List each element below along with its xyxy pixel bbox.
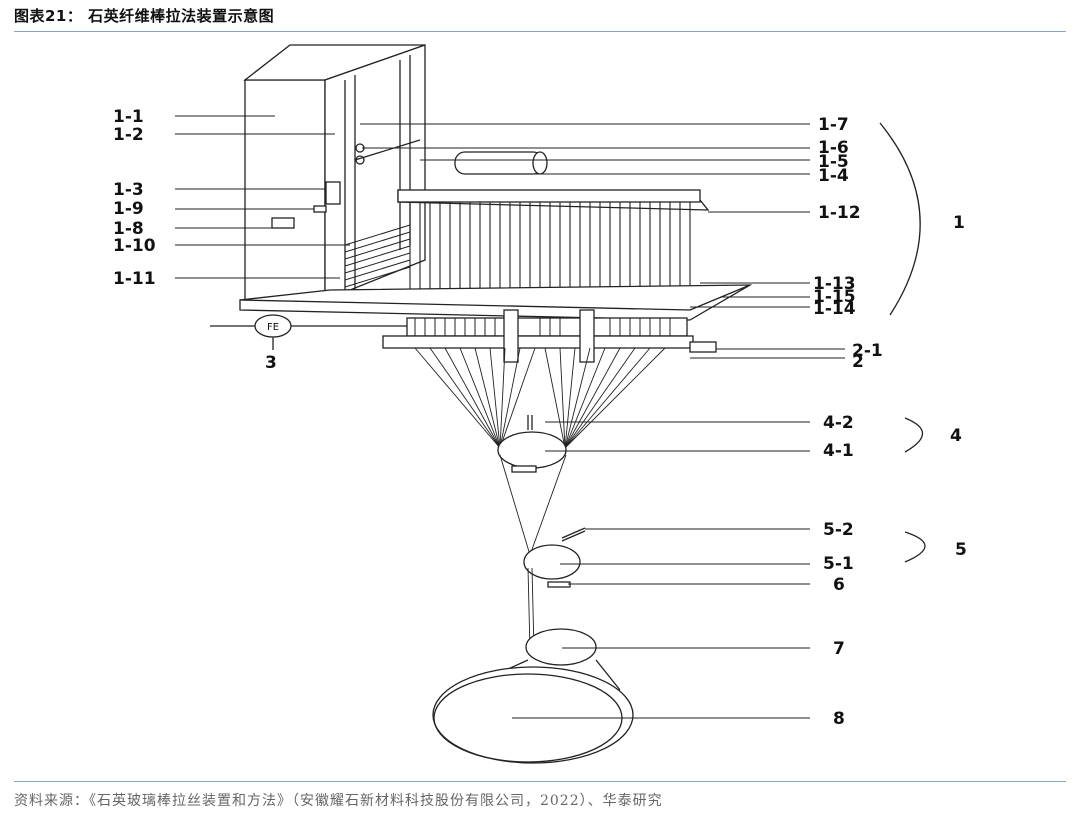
furnace-cabinet [243,44,426,301]
group-label-5: 5 [955,540,967,560]
cylinder-1-4 [454,151,548,175]
figure-title: 图表21： 石英纤维棒拉法装置示意图 [14,7,275,25]
rod-rack [397,189,710,290]
label-1-2: 1-2 [113,125,144,145]
label-2-1: 2-1 [852,341,883,361]
group-braces [879,122,926,563]
lower-bushing [382,309,717,363]
group-label-1: 1 [953,213,965,233]
label-2: 2 [852,352,864,372]
group-label-4: 4 [950,426,962,446]
label-1-14: 1-14 [813,299,856,319]
label-1-1: 1-1 [113,107,144,127]
label-1-8: 1-8 [113,219,144,239]
leader-lines [175,115,845,719]
label-1-12: 1-12 [818,203,861,223]
label-1-10: 1-10 [113,236,156,256]
label-6: 6 [833,575,845,595]
base-plate [239,284,753,321]
label-1-7: 1-7 [818,115,849,135]
label-7: 7 [833,639,845,659]
bottom-rule [14,781,1066,782]
label-4-1: 4-1 [823,441,854,461]
label-5-2: 5-2 [823,520,854,540]
label-1-9: 1-9 [113,199,144,219]
top-rule [14,31,1066,32]
source-note: 资料来源：《石英玻璃棒拉丝装置和方法》（安徽耀石新材料科技股份有限公司，2022… [14,793,663,809]
roller-4 [497,415,567,473]
fibers-group-right [544,347,666,449]
label-1-6: 1-6 [818,138,849,158]
roller-5 [523,527,586,588]
label-1-3: 1-3 [113,180,144,200]
fe-meter [210,314,407,350]
label-1-5: 1-5 [818,152,849,172]
winding-drum-8 [432,666,634,764]
label-3: 3 [265,353,277,373]
label-4-2: 4-2 [823,413,854,433]
label-1-13: 1-13 [813,274,856,294]
fibers-group-left [414,347,536,449]
label-fe: FE [267,322,279,333]
label-1-11: 1-11 [113,269,156,289]
strand-to-roller-5 [499,454,567,556]
label-5-1: 5-1 [823,554,854,574]
label-8: 8 [833,709,845,729]
label-1-15: 1-15 [813,287,856,307]
label-1-4: 1-4 [818,166,849,186]
